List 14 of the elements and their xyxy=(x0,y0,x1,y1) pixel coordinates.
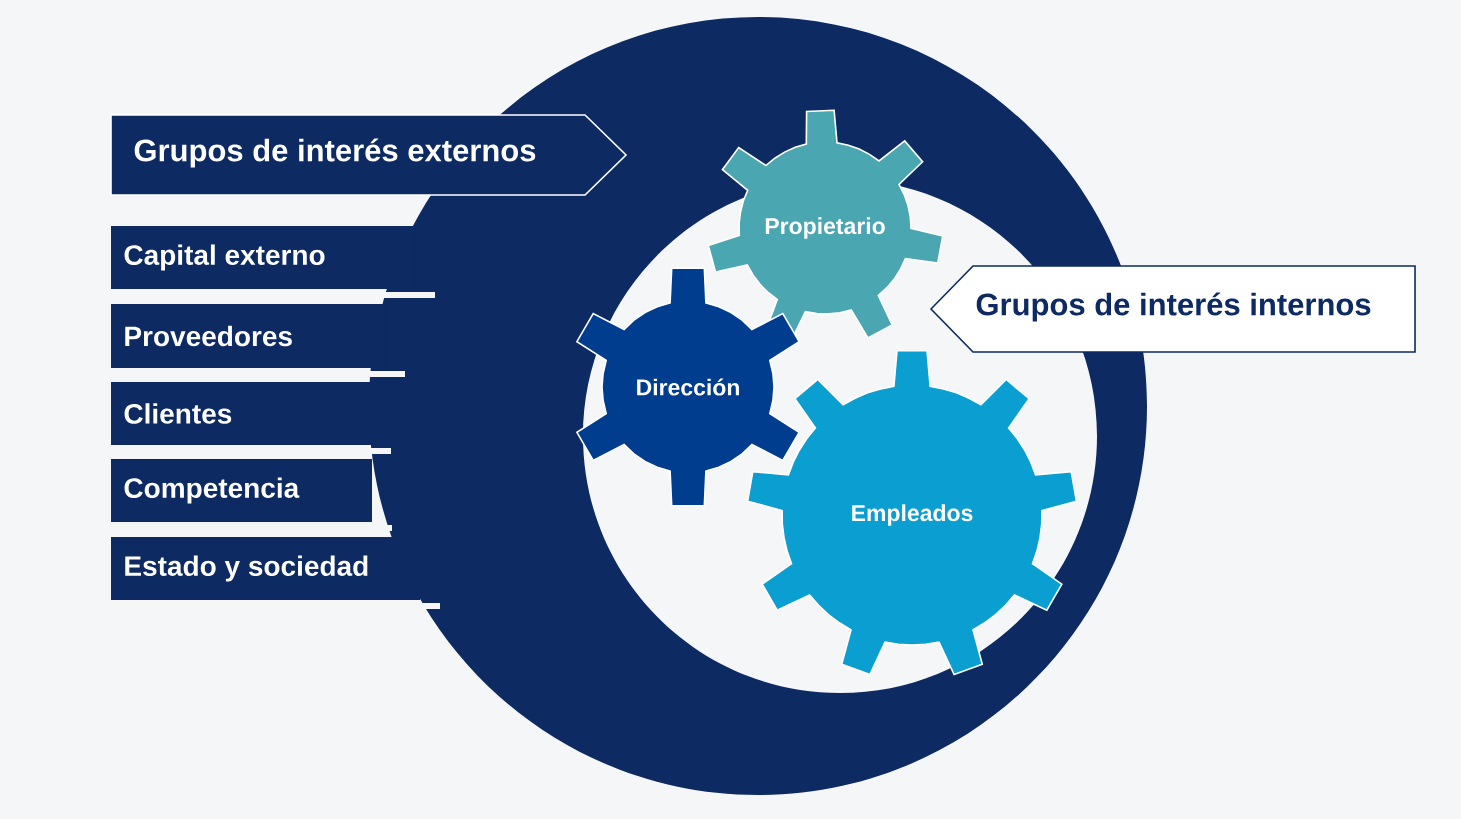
node-label: Competencia xyxy=(124,477,300,504)
node-label: Capital externo xyxy=(124,244,325,271)
arrow-label-box: Grupos de interés externos xyxy=(110,114,628,196)
gear: Empleados xyxy=(746,349,1078,676)
node-label: Clientes xyxy=(124,403,232,424)
category-box: Competencia xyxy=(111,459,392,531)
category-box: Estado y sociedad xyxy=(111,537,440,609)
gear: Propietario xyxy=(707,109,944,343)
node-label: Estado y sociedad xyxy=(125,555,368,582)
category-box: Proveedores xyxy=(111,304,405,377)
gear: Dirección xyxy=(575,267,801,507)
category-box: Capital externo xyxy=(111,226,435,298)
category-box: Clientes xyxy=(111,382,391,454)
node-label: Proveedores xyxy=(125,325,292,347)
